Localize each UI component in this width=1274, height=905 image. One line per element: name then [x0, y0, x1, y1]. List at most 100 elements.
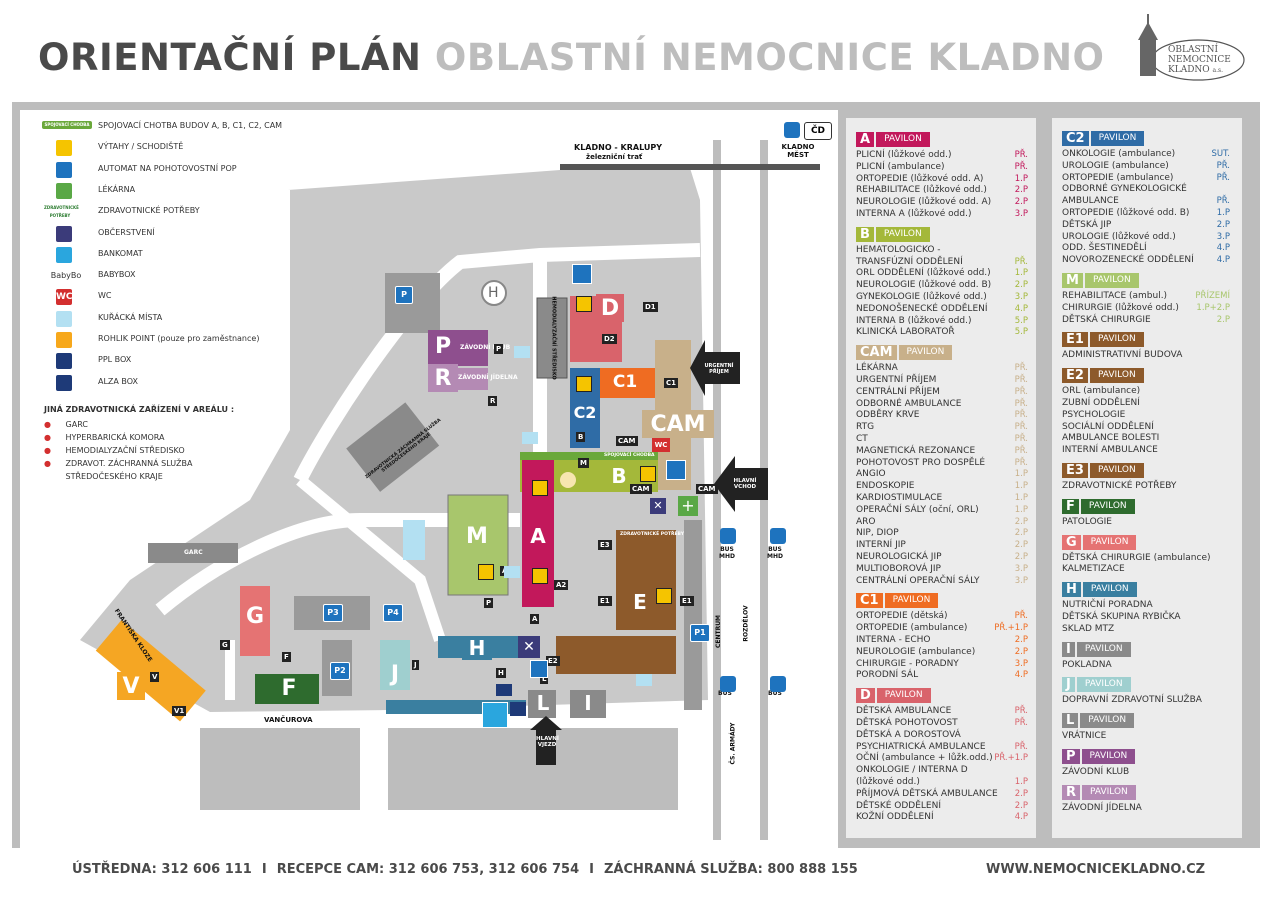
map-building-v-label[interactable]: V [117, 672, 145, 700]
map-building-f-label[interactable]: F [274, 674, 304, 702]
department-floor: PŘ. [1014, 717, 1028, 728]
map-building-c1-label[interactable]: C1 [608, 368, 642, 396]
map-building-c2-label[interactable]: C2 [570, 398, 600, 426]
department-name: UROLOGIE (lůžkové odd.) [1062, 231, 1176, 242]
department-row: ORL (ambulance) [1062, 386, 1230, 398]
parking-p4[interactable]: P4 [383, 604, 403, 622]
campus-map[interactable] [20, 110, 838, 850]
map-building-m-label[interactable]: M [462, 522, 492, 550]
elevator-stairs-icon [56, 140, 72, 157]
urgent-entry-label: URGENTNÍ PŘÍJEM [704, 363, 734, 375]
department-row: ORTOPEDIE (lůžkové odd. A)1.P [856, 174, 1028, 186]
department-name: ZÁVODNÍ KLUB [1062, 767, 1130, 777]
department-name: PSYCHOLOGIE [1062, 409, 1126, 420]
entrance-cam-1: CAM [616, 436, 638, 446]
department-floor: 2.P [1014, 646, 1028, 657]
department-floor: PŘ. [1014, 363, 1028, 374]
urgent-entry-arrow [690, 340, 740, 396]
zavodni-jidelna-label: ZÁVODNÍ JÍDELNA [458, 374, 518, 381]
map-building-j-label[interactable]: J [380, 660, 410, 688]
corridor-icon: SPOJOVACÍ CHODBA [42, 121, 92, 129]
map-building-g-label[interactable]: G [240, 602, 270, 630]
map-building-p-label[interactable]: P [428, 332, 458, 360]
footer-website-link[interactable]: WWW.NEMOCNICEKLADNO.CZ [986, 862, 1206, 877]
department-name: REHABILITACE (ambul.) [1062, 291, 1168, 301]
legend-item-label: ROHLIK POINT (pouze pro zaměstnance) [98, 334, 260, 343]
department-name: DĚTSKÁ JIP [1062, 219, 1112, 230]
department-floor: PŘ. [1014, 374, 1028, 385]
department-floor: PŘ. [1014, 386, 1028, 397]
rail-sub-label: železniční trať [586, 153, 643, 161]
department-floor: PŘ. [1014, 611, 1028, 622]
parking-p2[interactable]: P2 [330, 662, 350, 680]
department-name: DĚTSKÉ ODDĚLENÍ [856, 800, 941, 811]
map-building-i-label[interactable]: I [574, 690, 602, 716]
legend-item-label: ZDRAVOTNICKÉ POTŘEBY [98, 206, 200, 216]
department-row: OČNÍ (ambulance + lůžk.odd.)PŘ.+1.P [856, 753, 1028, 765]
map-building-l-label[interactable]: L [530, 690, 556, 716]
department-floor: 1.P [1014, 776, 1028, 787]
department-name: UROLOGIE (ambulance) [1062, 160, 1169, 171]
parking-p3[interactable]: P3 [323, 604, 343, 622]
smoking-icon [56, 310, 72, 327]
department-name: (lůžkové odd.) [856, 776, 920, 787]
pavilion-letter: B [856, 226, 874, 242]
parking-p1[interactable]: P1 [690, 624, 710, 642]
department-floor: 2.P [1014, 788, 1028, 799]
department-name: PLICNÍ (ambulance) [856, 161, 945, 172]
map-building-a-label[interactable]: A [523, 522, 553, 550]
map-building-h-label[interactable]: H [462, 636, 492, 660]
footer-zachranna: ZÁCHRANNÁ SLUŽBA: 800 888 155 [603, 862, 858, 877]
department-floor: 1.P [1014, 469, 1028, 480]
department-name: NEUROLOGIE (ambulance) [856, 646, 976, 657]
legend-other-item: ● STŘEDOČESKÉHO KRAJE [44, 470, 192, 483]
map-building-cam-label[interactable]: CAM [642, 410, 714, 438]
parking-p[interactable]: P [395, 286, 413, 304]
parking-machine-icon [666, 460, 686, 480]
map-building-b-label[interactable]: B [604, 462, 634, 490]
department-name: NEUROLOGICKÁ JIP [856, 551, 942, 562]
pavilion-letter: H [1062, 582, 1081, 598]
pavilion-letter: E3 [1062, 463, 1088, 478]
department-name: CT [856, 433, 868, 444]
department-row: DĚTSKÁ A DOROSTOVÁ [856, 730, 1028, 742]
department-row: NUTRIČNÍ PORADNA [1062, 600, 1230, 612]
bus-stop-4: BUS [768, 690, 782, 697]
title-part-1: ORIENTAČNÍ PLÁN [38, 36, 422, 79]
bus-stop-3: BUS [718, 690, 732, 697]
building-garc [148, 543, 238, 563]
map-building-e-label[interactable]: E [626, 588, 654, 616]
map-building-r-label[interactable]: R [428, 364, 458, 392]
pavilion-department-list: PATOLOGIE [1062, 517, 1230, 529]
department-row: POKLADNA [1062, 660, 1230, 672]
elevator-stairs-icon [532, 480, 548, 496]
legend-item-label: SPOJOVACÍ CHOTBA BUDOV A, B, C1, C2, CAM [98, 121, 283, 130]
map-building-d-label[interactable]: D [596, 294, 624, 322]
legend-other-item-text: STŘEDOČESKÉHO KRAJE [65, 472, 163, 481]
